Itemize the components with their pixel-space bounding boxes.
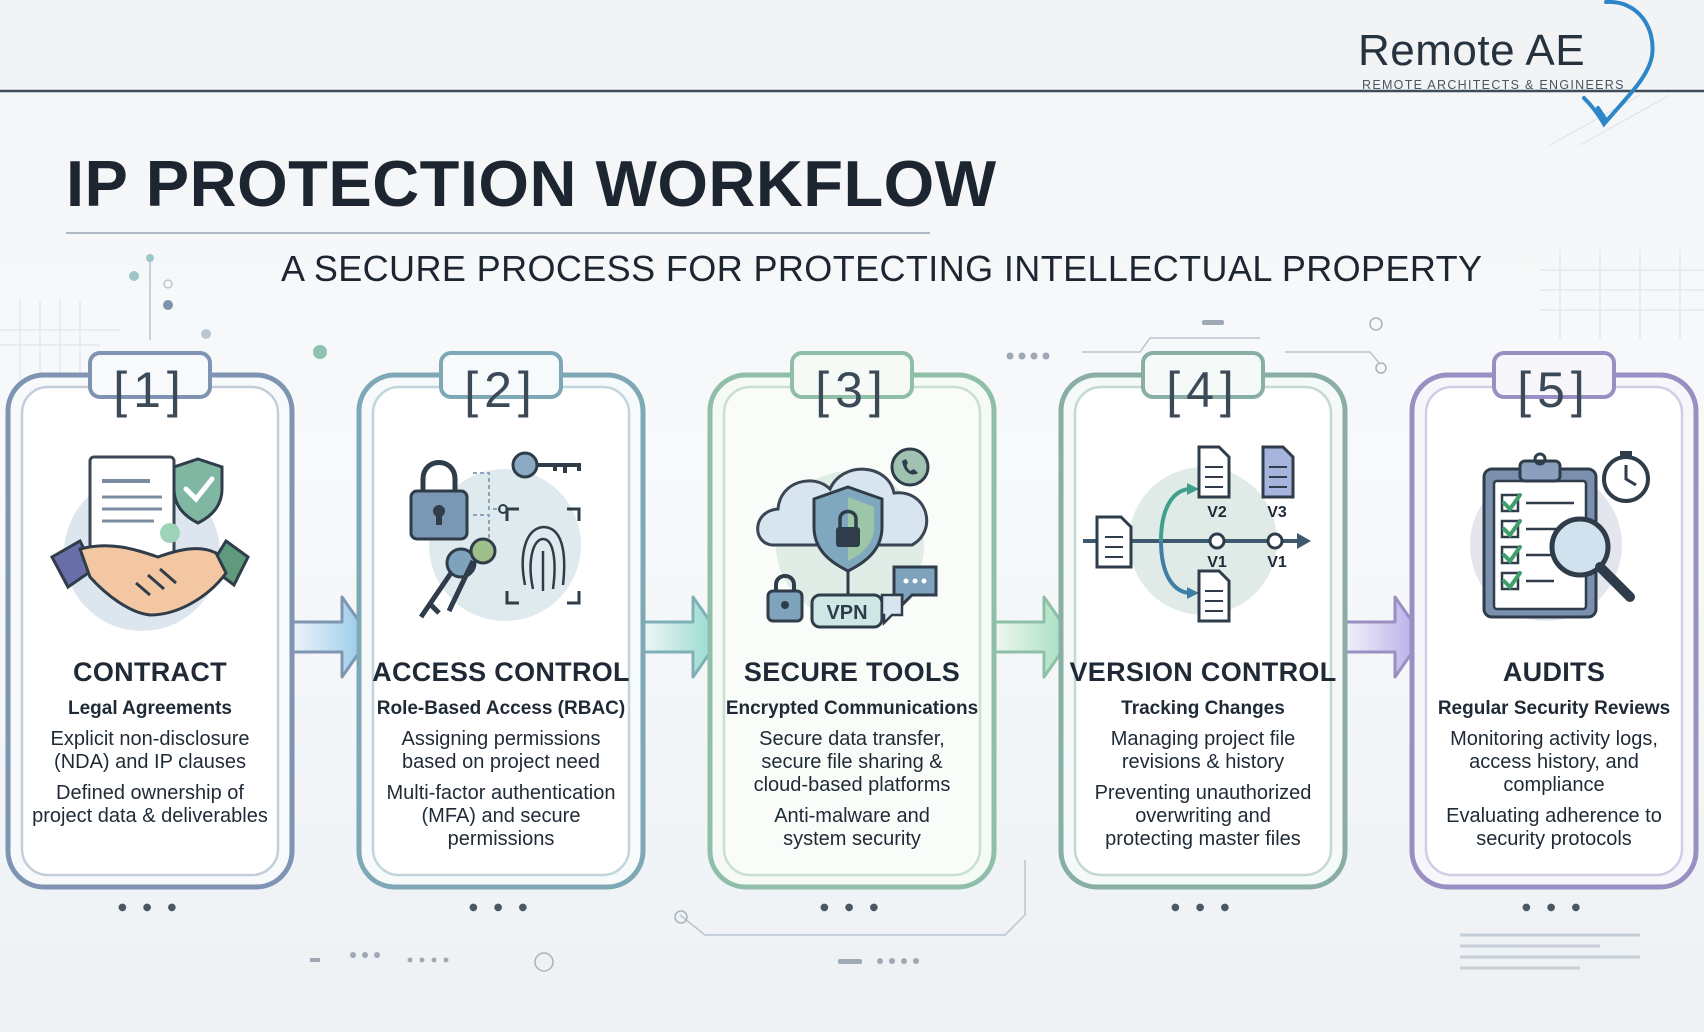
logo-tagline: REMOTE ARCHITECTS & ENGINEERS	[1362, 78, 1625, 92]
step-text: VERSION CONTROL Tracking Changes Managin…	[1059, 657, 1347, 859]
step-number: [2]	[464, 362, 538, 418]
page-title: IP PROTECTION WORKFLOW	[66, 147, 997, 220]
step-description: Explicit non-disclosure (NDA) and IP cla…	[50, 728, 250, 773]
cloud-shield-vpn-icon: VPN	[756, 447, 938, 629]
flow-arrow-icon	[292, 595, 372, 679]
step-title: AUDITS	[1502, 657, 1606, 687]
step-description: Preventing unauthorized overwriting and …	[1094, 782, 1312, 850]
step-description: Anti-malware and system security	[774, 805, 930, 850]
step-title: VERSION CONTROL	[1069, 657, 1337, 687]
step-title: SECURE TOOLS	[743, 657, 961, 687]
step-card-contract: [1] CONTRACT Legal Agreements Explicit n…	[5, 351, 295, 890]
logo-name: Remote AE	[1358, 26, 1586, 75]
step-card-access-control: [2] ACCESS CONTROL Role-Based Access (RB…	[356, 351, 646, 890]
step-subtitle: Encrypted Communications	[725, 698, 979, 719]
svg-text:VPN: VPN	[826, 602, 867, 624]
step-title: ACCESS CONTROL	[372, 657, 630, 687]
step-description: Evaluating adherence to security protoco…	[1446, 805, 1662, 850]
svg-text:V3: V3	[1267, 504, 1287, 521]
lock-key-fingerprint-icon	[409, 451, 581, 621]
step-description: Secure data transfer, secure file sharin…	[753, 728, 951, 796]
step-text: AUDITS Regular Security Reviews Monitori…	[1410, 657, 1698, 859]
svg-text:V1: V1	[1267, 554, 1287, 571]
svg-text:V2: V2	[1207, 504, 1227, 521]
step-text: SECURE TOOLS Encrypted Communications Se…	[708, 657, 996, 859]
step-number: [3]	[815, 362, 889, 418]
step-subtitle: Legal Agreements	[67, 698, 232, 719]
step-description: Assigning permissions based on project n…	[401, 728, 601, 773]
location-pin-icon	[1582, 0, 1655, 128]
step-number: [5]	[1517, 362, 1591, 418]
step-card-version-control: [4] V2 V3 V1 V1 VERSION CONTROL	[1058, 351, 1348, 890]
page-subtitle: A SECURE PROCESS FOR PROTECTING INTELLEC…	[281, 248, 1483, 289]
handshake-contract-icon	[50, 455, 250, 631]
clipboard-audit-icon	[1470, 451, 1650, 621]
step-subtitle: Role-Based Access (RBAC)	[376, 698, 626, 719]
step-text: CONTRACT Legal Agreements Explicit non-d…	[6, 657, 294, 836]
step-subtitle: Regular Security Reviews	[1437, 698, 1671, 719]
flow-arrow-icon	[994, 595, 1074, 679]
step-description: Monitoring activity logs, access history…	[1450, 728, 1658, 796]
step-description: Multi-factor authentication (MFA) and se…	[386, 782, 616, 850]
step-number: [1]	[113, 362, 187, 418]
flow-arrow-icon	[1345, 595, 1425, 679]
step-description: Managing project file revisions & histor…	[1110, 728, 1296, 773]
step-text: ACCESS CONTROL Role-Based Access (RBAC) …	[357, 657, 645, 859]
flow-arrow-icon	[643, 595, 723, 679]
svg-text:V1: V1	[1207, 554, 1227, 571]
step-card-secure-tools: [3] VPN SECURE TOOLS Encrypted Communica…	[707, 351, 997, 890]
brand-logo: Remote AE REMOTE ARCHITECTS & ENGINEERS	[1358, 0, 1658, 128]
step-number: [4]	[1166, 362, 1240, 418]
version-branch-icon: V2 V3 V1 V1	[1083, 445, 1311, 623]
step-card-audits: [5] AUDITS Regular Se	[1409, 351, 1699, 890]
step-title: CONTRACT	[73, 657, 227, 687]
step-subtitle: Tracking Changes	[1121, 698, 1285, 719]
step-description: Defined ownership of project data & deli…	[32, 782, 268, 827]
